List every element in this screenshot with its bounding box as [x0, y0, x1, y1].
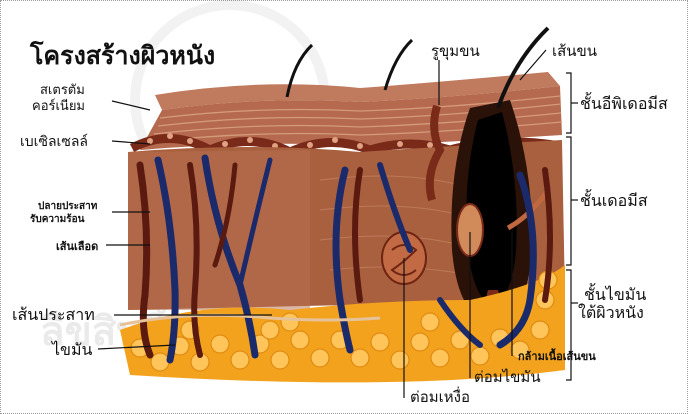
- label-hair: เส้นขน: [552, 42, 597, 60]
- label-subcutaneous-line2: ใต้ผิวหนัง: [578, 303, 644, 322]
- label-sweat-gland: ต่อมเหงื่อ: [410, 386, 470, 406]
- label-fat: ไขมัน: [50, 340, 93, 359]
- label-epidermis: ชั้นอีพิเดอมีส: [580, 92, 668, 113]
- label-hair-follicle: รูขุมขน: [431, 42, 480, 61]
- label-subcutaneous-line1: ชั้นไขมัน: [584, 283, 646, 304]
- hair-shaft-3: [385, 40, 412, 90]
- label-dermis: ชั้นเดอมีส: [580, 189, 648, 210]
- label-arrector-pili: กล้ามเนื้อเส้นขน: [518, 348, 596, 363]
- label-stratum-corneum-line2: คอร์เนียม: [32, 98, 85, 114]
- label-nerve-ending-line1: ปลายประสาท: [38, 200, 98, 212]
- label-blood-vessel: เส้นเลือด: [56, 240, 98, 253]
- label-nerve-ending-line2: รับความร้อน: [30, 213, 85, 225]
- label-sebaceous-gland: ต่อมไขมัน: [474, 368, 541, 386]
- label-basal-cells: เบเซิลเซลล์: [20, 133, 88, 150]
- label-stratum-corneum-line1: สเตรตัม: [40, 83, 85, 98]
- label-nerve: เส้นประสาท: [12, 305, 95, 324]
- diagram-title: โครงสร้างผิวหนัง: [29, 40, 215, 70]
